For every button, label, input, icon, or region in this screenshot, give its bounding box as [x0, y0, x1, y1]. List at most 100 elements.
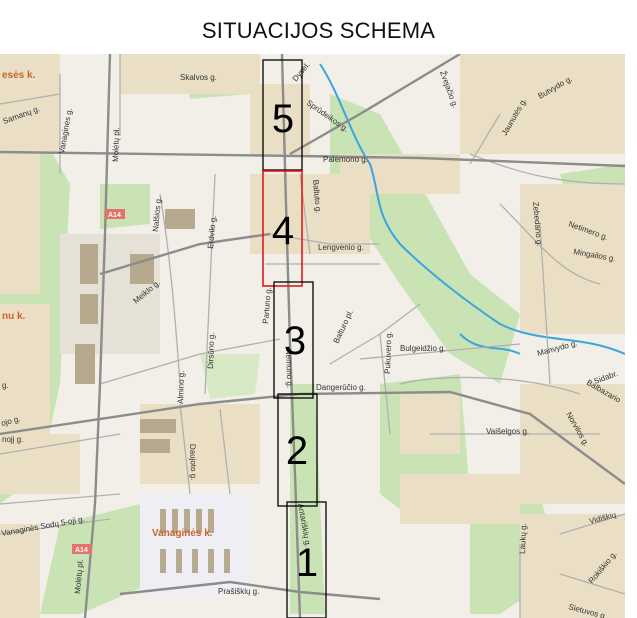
road: [559, 513, 625, 535]
building: [165, 209, 195, 229]
residential-block: [0, 54, 60, 154]
residential-block: [140, 494, 250, 594]
road: [0, 433, 121, 455]
building: [192, 549, 198, 573]
road-moletu: [83, 54, 112, 618]
street-label: Bulgeidžio g.: [400, 344, 446, 353]
residential-block: [400, 394, 460, 454]
road: [204, 173, 216, 395]
road-prasiskiu: [119, 580, 381, 601]
place-names: esės k. nu k. Vanaginės k.: [2, 70, 213, 539]
minor-roads: [0, 54, 625, 618]
section-1[interactable]: 1: [286, 501, 327, 618]
building: [208, 549, 214, 573]
road-tag-label: A14: [108, 212, 121, 219]
section-number: 5: [272, 97, 294, 141]
street-label: Dangerūčio g.: [316, 383, 366, 392]
road: [359, 343, 521, 360]
road: [539, 223, 551, 385]
section-frame[interactable]: [286, 501, 327, 618]
street-label: Manvydo g.: [536, 339, 578, 358]
section-frames[interactable]: 5 4 3 2 1: [262, 59, 327, 618]
place-name: nu k.: [2, 311, 26, 322]
map-title: SITUACIJOS SCHEMA: [201, 18, 436, 43]
section-frame[interactable]: [262, 59, 303, 171]
building: [140, 439, 170, 453]
street-label: Almino g.: [176, 370, 186, 404]
street-label: Dysel.: [291, 60, 312, 83]
street-label: Baltuto g.: [311, 179, 323, 213]
residential-block: [340, 154, 460, 194]
section-frame[interactable]: [277, 393, 318, 507]
buildings: [75, 209, 230, 573]
green-area: [200, 354, 260, 399]
residential-block: [0, 434, 80, 494]
residential-areas: [0, 54, 625, 618]
place-name: Vanaginės k.: [152, 528, 213, 539]
residential-block: [0, 154, 40, 294]
street-label: Daujoto g.: [188, 444, 198, 481]
street-label: Lengvenio g.: [318, 243, 364, 252]
residential-block: [250, 84, 310, 154]
situation-map[interactable]: A14 A14 esės k. nu k. Vanaginės k. Skalv…: [0, 54, 625, 618]
residential-block: [400, 474, 520, 524]
road-tag-group: A14 A14: [72, 209, 125, 554]
road: [0, 518, 111, 535]
street-label: Partuno g.: [261, 287, 273, 325]
road: [469, 113, 501, 165]
residential-block: [120, 54, 260, 94]
building: [80, 294, 98, 324]
building: [176, 549, 182, 573]
road-tag-label: A14: [75, 547, 88, 554]
section-number: 4: [272, 209, 294, 253]
building: [160, 509, 166, 533]
street-label: Laukų g.: [518, 523, 528, 554]
building: [80, 244, 98, 284]
road: [269, 233, 380, 245]
street-label: Dirsūno g.: [206, 332, 216, 369]
street-label: nojį g.: [2, 435, 23, 444]
building: [184, 509, 190, 533]
road: [399, 376, 581, 395]
residential-block: [520, 514, 625, 618]
residential-block: [520, 184, 625, 334]
section-2[interactable]: 2: [277, 393, 318, 507]
road-diag: [289, 54, 461, 156]
road-antariskiu: [280, 54, 302, 618]
section-frame[interactable]: [262, 170, 303, 287]
street-label: Molėtų pl.: [73, 559, 85, 594]
section-frame[interactable]: [273, 281, 314, 399]
green-area: [40, 504, 150, 614]
road: [379, 333, 391, 435]
street-label: Vaišelgos g.: [486, 427, 529, 436]
stream: [459, 333, 521, 355]
building: [75, 344, 95, 384]
road-tag: [72, 544, 92, 554]
major-roads: [0, 54, 625, 618]
street-label: Žvejačio g.: [438, 70, 460, 109]
section-number: 3: [284, 319, 306, 363]
road: [99, 338, 281, 385]
map-canvas: A14 A14 esės k. nu k. Vanaginės k. Skalv…: [0, 54, 625, 618]
road: [219, 408, 231, 495]
section-4[interactable]: 4: [262, 170, 303, 287]
road: [559, 573, 625, 595]
road: [179, 403, 191, 495]
residential-block: [0, 524, 40, 618]
section-3[interactable]: 3: [273, 281, 314, 399]
street-label: Palemono g.: [323, 155, 368, 164]
green-area: [100, 184, 150, 229]
road-tag: [105, 209, 125, 219]
street-label: Nemuno g.: [284, 349, 294, 388]
road: [0, 93, 61, 105]
section-5[interactable]: 5: [262, 59, 303, 171]
street-label: Skalvos g.: [180, 73, 217, 82]
building: [208, 509, 214, 533]
street-label: Balturo pl.: [332, 308, 355, 344]
street-label: Nalšios g.: [151, 196, 163, 232]
road: [329, 303, 421, 365]
section-number: 2: [286, 429, 308, 473]
road-dangerucio: [0, 390, 625, 485]
road-meiklo: [99, 232, 271, 276]
road: [499, 203, 601, 285]
